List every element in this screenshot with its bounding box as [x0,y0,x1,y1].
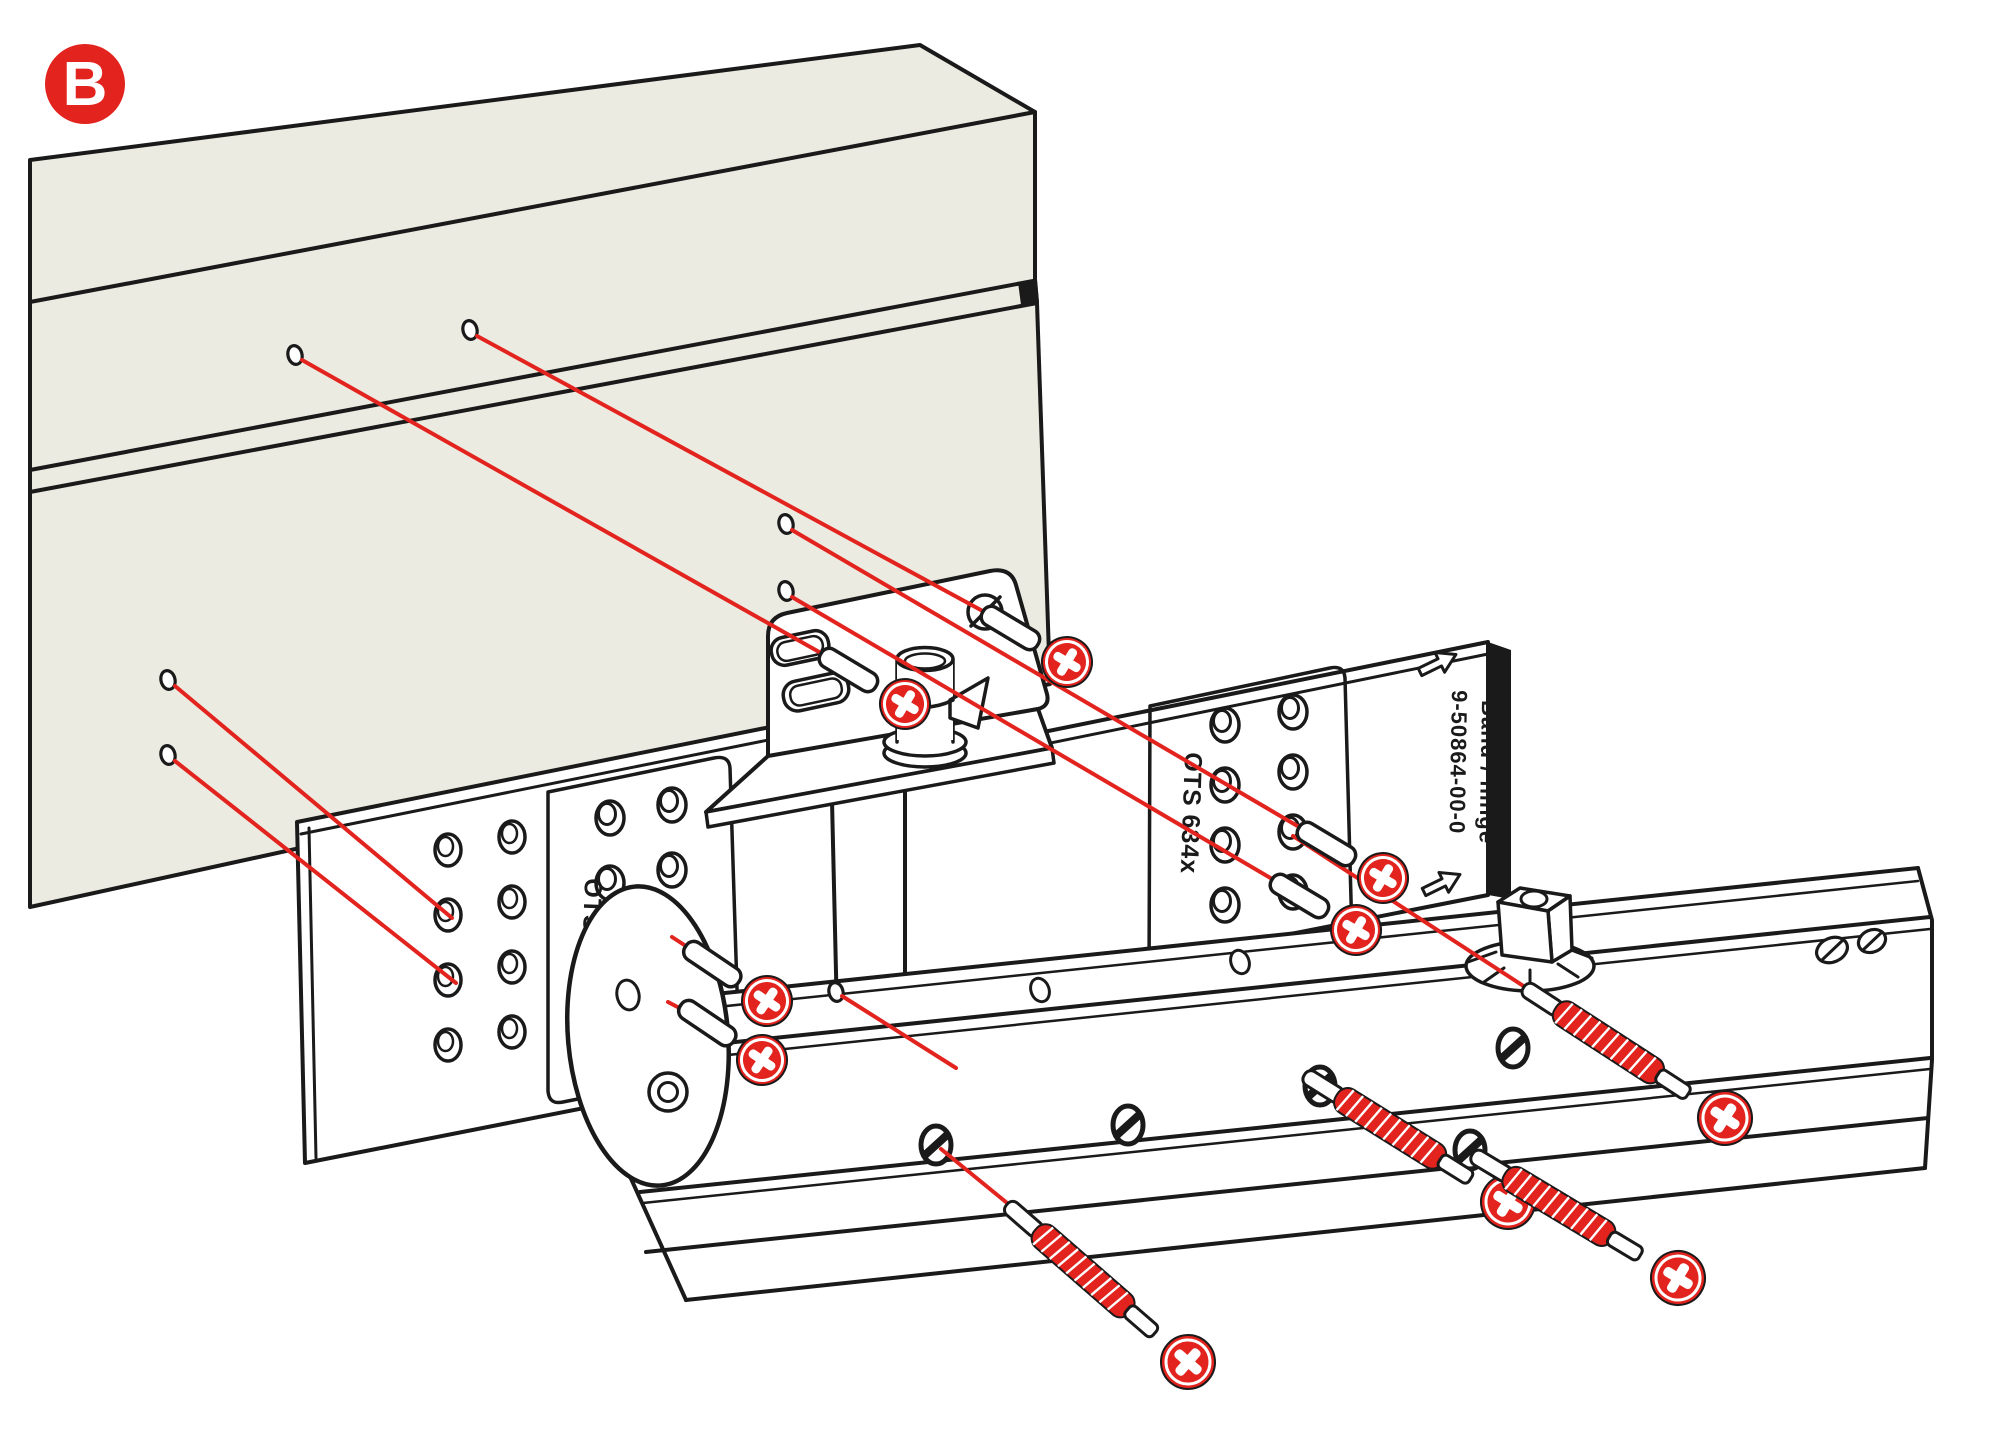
plate-end-face [1488,642,1511,899]
plate-marking-right: OTS 634x [1175,752,1207,875]
leader-line [475,334,992,617]
leader-line [1291,834,1530,991]
leader-line [939,1147,1014,1209]
gap-end-face [1018,279,1039,305]
bracket-slot [769,628,831,668]
mounting-hole-icon [921,1126,951,1164]
plate-part-number: 9-50864-00-0 [1444,690,1472,835]
mounting-hole-icon [1498,1029,1528,1067]
step-badge-label: B [63,50,108,119]
door-closer-body [564,866,1934,1302]
bracket-slot [781,671,851,713]
valve-screw-icon [1029,927,1888,1004]
plate-orientation-label: Band / hinge [1474,700,1502,844]
leader-line [173,684,454,920]
frame-door-gap-line-upper [28,279,1035,472]
frame-door-gap-line-lower [28,301,1039,494]
mounting-hole-icon [1113,1106,1143,1144]
leader-line [790,595,1281,885]
leader-line [300,358,830,659]
pinion-spindle-icon [1464,886,1596,993]
step-badge-circle [45,44,125,124]
leader-line [173,759,458,985]
step-badge: B [45,44,125,124]
frame-top-edge [28,110,1037,304]
leader-line [840,994,958,1070]
